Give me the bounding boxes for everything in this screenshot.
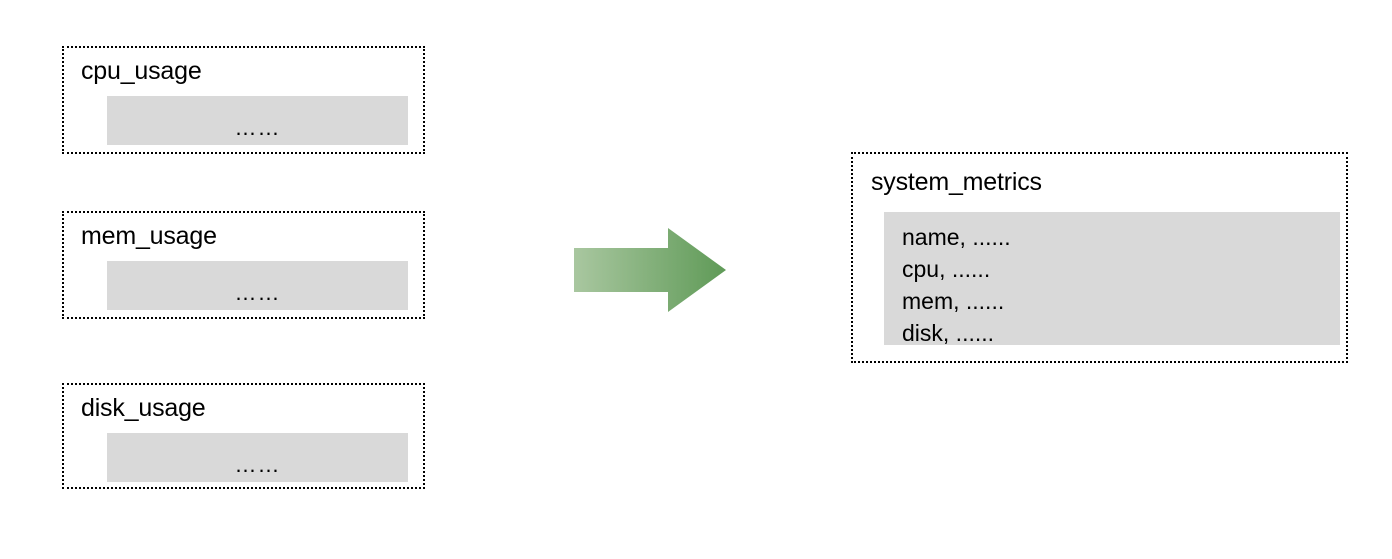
payload-row: mem, ...... (902, 288, 1005, 314)
payload-row: name, ...... (902, 224, 1011, 250)
node-payload-band: …… (107, 261, 408, 310)
payload-row: cpu, ...... (902, 256, 991, 282)
payload-ellipsis: …… (234, 280, 281, 305)
source-node-mem-usage[interactable]: mem_usage …… (62, 211, 425, 319)
node-title: disk_usage (81, 394, 206, 422)
flow-arrow-right-icon (570, 222, 730, 318)
node-title: system_metrics (871, 168, 1042, 196)
node-title: cpu_usage (81, 57, 202, 85)
source-node-cpu-usage[interactable]: cpu_usage …… (62, 46, 425, 154)
node-title: mem_usage (81, 222, 217, 250)
node-payload-band: …… (107, 433, 408, 482)
node-payload-band: …… (107, 96, 408, 145)
payload-ellipsis: …… (234, 115, 281, 140)
payload-ellipsis: …… (234, 452, 281, 477)
payload-row-list: name, ...... cpu, ...... mem, ...... dis… (902, 221, 1332, 349)
target-node-system-metrics[interactable]: system_metrics name, ...... cpu, ...... … (851, 152, 1348, 363)
source-node-disk-usage[interactable]: disk_usage …… (62, 383, 425, 489)
payload-row: disk, ...... (902, 320, 995, 346)
node-payload-band: name, ...... cpu, ...... mem, ...... dis… (884, 212, 1340, 346)
